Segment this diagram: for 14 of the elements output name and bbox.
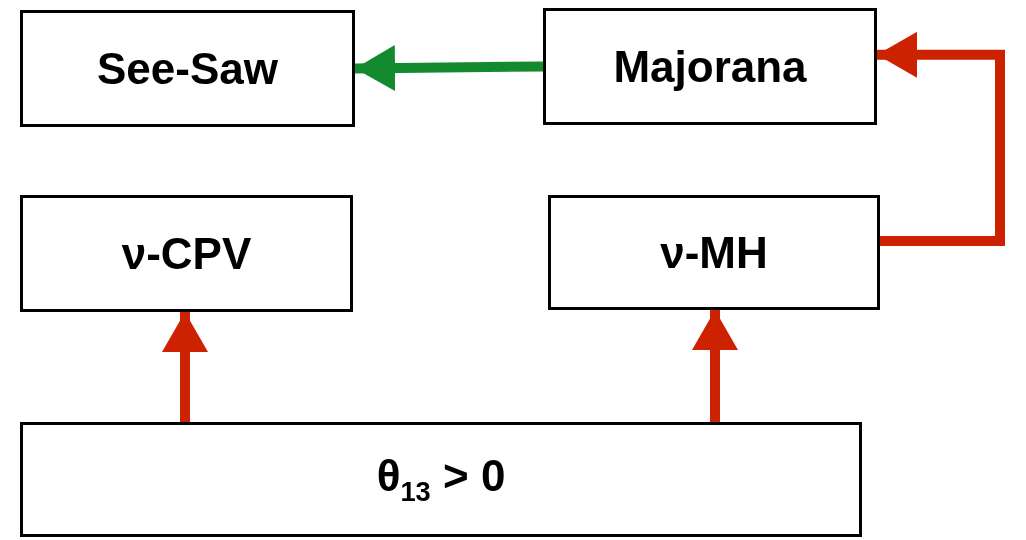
process-box bbox=[20, 195, 353, 312]
process-box bbox=[20, 10, 355, 127]
arrow bbox=[162, 312, 208, 422]
process-box bbox=[548, 195, 880, 310]
arrow bbox=[877, 31, 1005, 246]
box-label: ν-MH bbox=[660, 227, 768, 278]
arrow bbox=[692, 310, 738, 422]
process-box bbox=[543, 8, 877, 125]
arrow bbox=[354, 45, 544, 92]
box-label: θ$_{13}$ > 0 bbox=[376, 451, 506, 508]
box-label: See-Saw bbox=[97, 43, 278, 94]
process-box bbox=[20, 422, 862, 537]
box-label: ν-CPV bbox=[121, 228, 252, 279]
box-label: Majorana bbox=[613, 41, 807, 92]
